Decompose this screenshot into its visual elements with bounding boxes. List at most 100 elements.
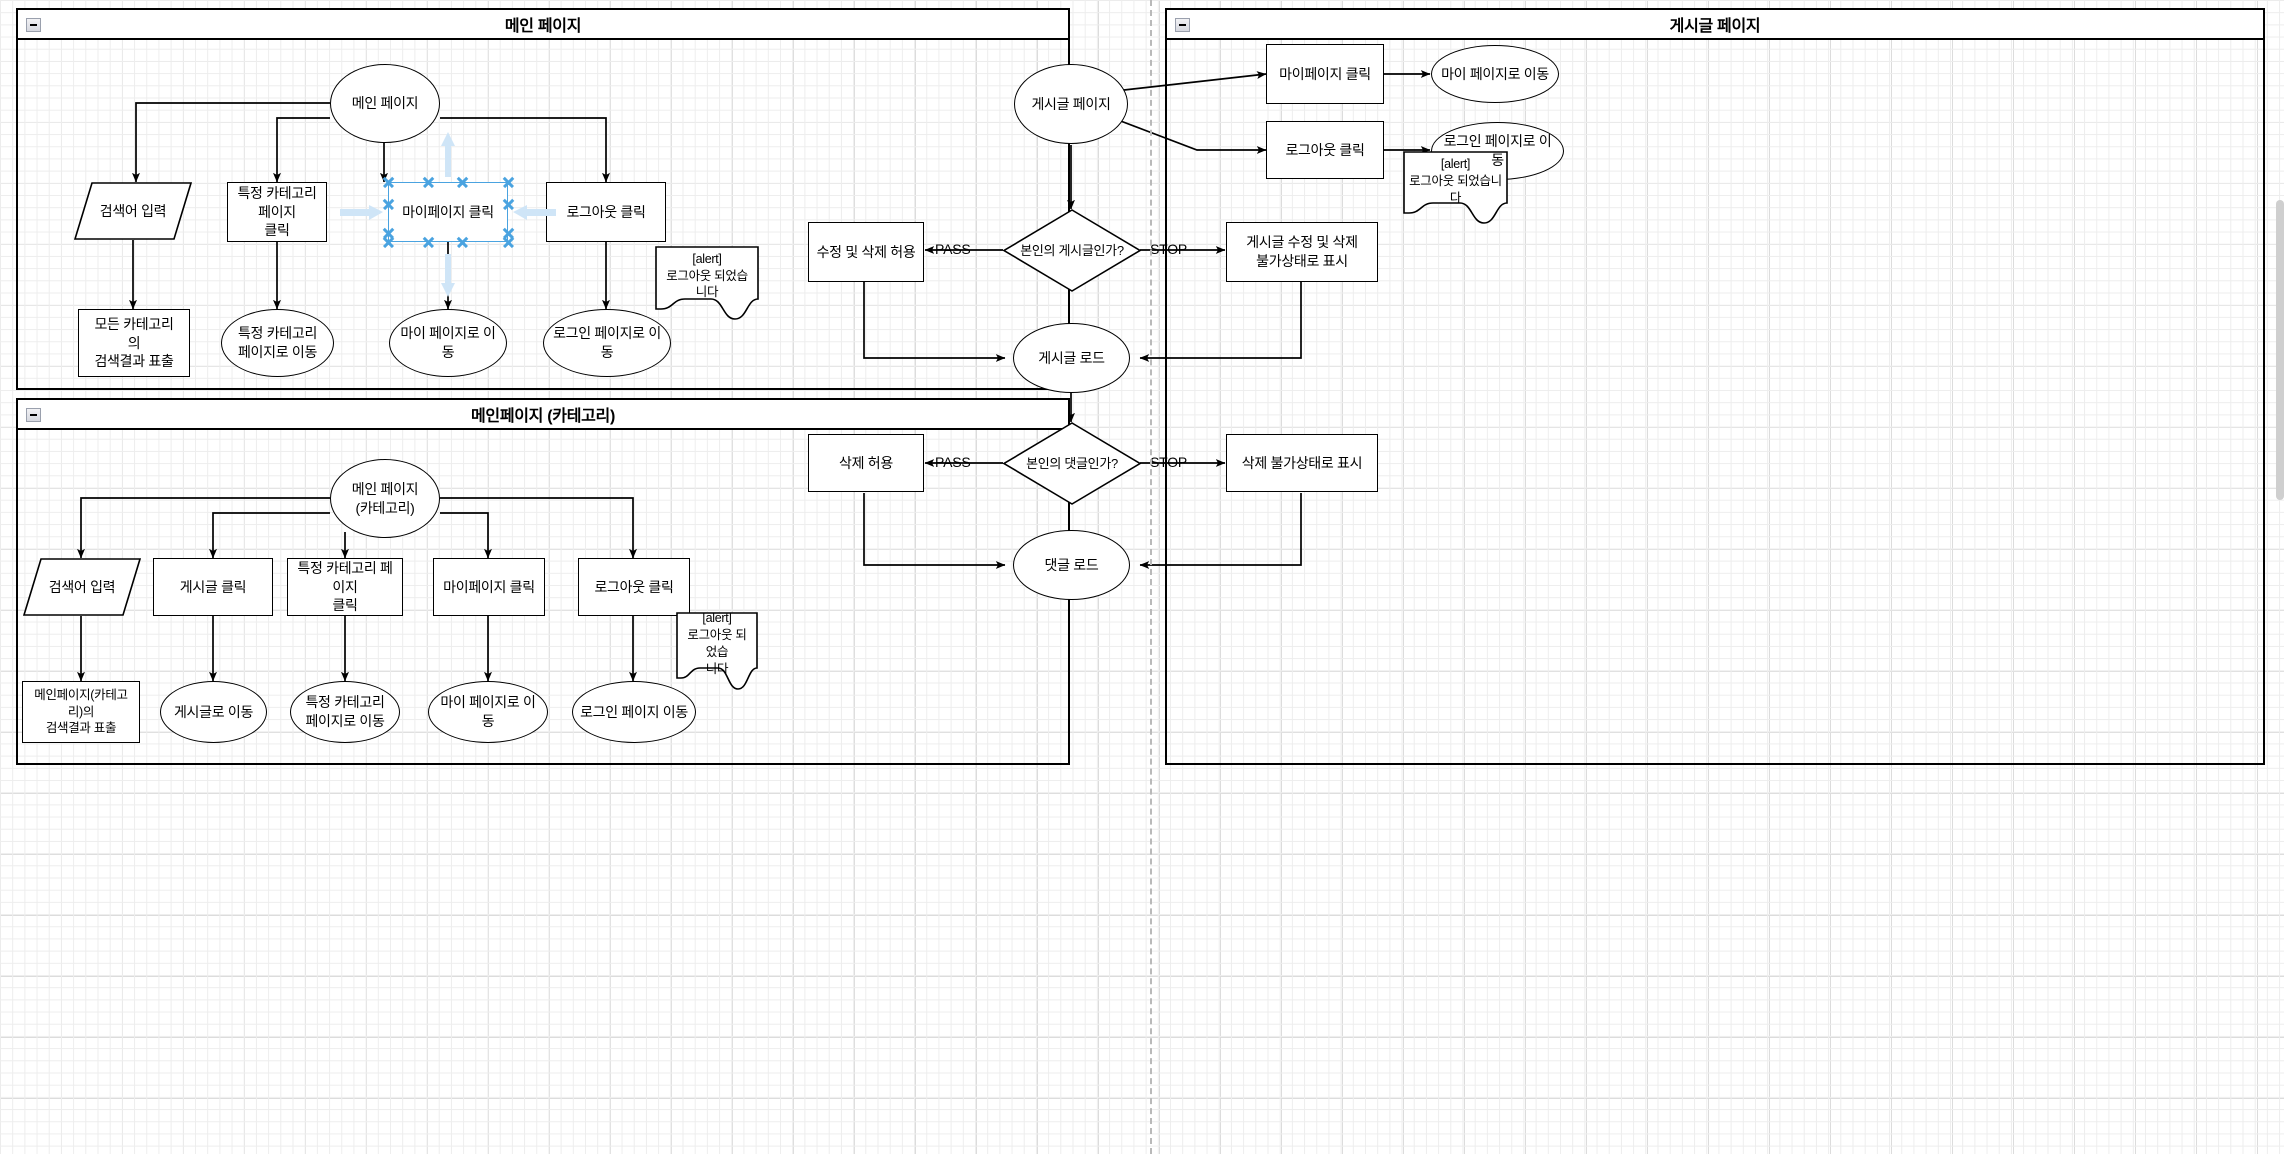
edge-p3-start-logout <box>1117 119 1267 154</box>
node-category-click-2[interactable]: 특정 카테고리 페이지 클릭 <box>287 558 403 616</box>
node-alert-note[interactable]: [alert] 로그아웃 되었습니다 <box>655 246 759 320</box>
node-label: 로그인 페이지로 이동 <box>553 325 661 360</box>
edge-p3-start-mypage <box>1123 71 1267 91</box>
node-logout-click[interactable]: 로그아웃 클릭 <box>546 182 666 242</box>
edge-label-q2-pass: PASS <box>935 454 971 470</box>
selection-handle-sw[interactable] <box>382 236 395 249</box>
node-label: 메인 페이지 <box>351 95 419 112</box>
node-goto-login-page[interactable]: 로그인 페이지로 이동 <box>543 309 671 377</box>
selection-handle-ne[interactable] <box>502 176 515 189</box>
node-post-click[interactable]: 게시글 클릭 <box>153 558 273 616</box>
node-deny-delete[interactable]: 삭제 불가상태로 표시 <box>1226 434 1378 492</box>
node-allow-edit-delete[interactable]: 수정 및 삭제 허용 <box>808 222 924 282</box>
node-load-post[interactable]: 게시글 로드 <box>1013 323 1130 393</box>
node-all-category-result[interactable]: 모든 카테고리 의 검색결과 표출 <box>78 309 190 377</box>
page-break-guide <box>1150 0 1152 1154</box>
edge-p3-allow-load <box>863 282 1006 362</box>
ghost-arrow-right <box>513 205 556 220</box>
node-goto-login-page-2[interactable]: 로그인 페이지 이동 <box>572 681 696 743</box>
node-alert-note-2[interactable]: [alert] 로그아웃 되었습 니다 <box>676 611 758 690</box>
node-logout-click-3[interactable]: 로그아웃 클릭 <box>1266 121 1384 179</box>
node-goto-mypage[interactable]: 마이 페이지로 이동 <box>389 309 507 377</box>
node-label: 댓글 로드 <box>1044 556 1099 573</box>
node-mypage-click-3[interactable]: 마이페이지 클릭 <box>1266 44 1384 104</box>
edge-p3-allow2-load <box>863 493 1006 569</box>
node-label: 검색어 입력 <box>99 202 167 219</box>
node-label: 특정 카테고리 페이지 클릭 <box>237 184 317 239</box>
note-shape <box>676 612 758 690</box>
selection-handle-s2[interactable] <box>456 236 469 249</box>
panel-title-bar[interactable]: 메인 페이지 <box>18 10 1068 40</box>
minus-icon[interactable] <box>26 18 41 32</box>
edge-p2-start-mypage <box>440 512 492 559</box>
edge-p1-start-logout <box>440 117 610 183</box>
node-label: 삭제 불가상태로 표시 <box>1241 454 1363 471</box>
node-alert-note-3[interactable]: [alert] 로그아웃 되었습니다 <box>1403 151 1508 224</box>
minus-icon[interactable] <box>26 408 41 422</box>
node-load-comment[interactable]: 댓글 로드 <box>1013 530 1130 600</box>
node-goto-post[interactable]: 게시글로 이동 <box>160 681 267 743</box>
node-label: [alert] 로그아웃 되었습니다 <box>666 251 748 300</box>
node-label: 본인의 게시글인가? <box>1020 242 1124 258</box>
selection-handle-se[interactable] <box>502 236 515 249</box>
node-goto-mypage-3[interactable]: 마이 페이지로 이동 <box>1431 45 1559 103</box>
node-main-page-start[interactable]: 메인 페이지 <box>330 64 440 143</box>
node-label: 마이 페이지로 이동 <box>400 325 496 360</box>
diamond-shape <box>1003 209 1141 292</box>
node-category-main-start[interactable]: 메인 페이지 (카테고리) <box>330 459 440 538</box>
node-label: 수정 및 삭제 허용 <box>816 243 916 260</box>
node-label: 본인의 댓글인가? <box>1026 455 1118 471</box>
selection-handle-n1[interactable] <box>422 176 435 189</box>
edge-p3-deny-load <box>1139 282 1302 362</box>
minus-icon[interactable] <box>1175 18 1190 32</box>
node-goto-mypage-2[interactable]: 마이 페이지로 이동 <box>428 681 548 743</box>
parallelogram-shape <box>74 182 192 240</box>
node-search-input-category[interactable]: 검색어 입력 <box>23 558 141 616</box>
node-allow-delete[interactable]: 삭제 허용 <box>808 434 924 492</box>
panel-post-page[interactable]: 게시글 페이지 <box>1165 8 2265 765</box>
panel-title: 메인 페이지 <box>504 18 582 35</box>
selection-handle-n2[interactable] <box>456 176 469 189</box>
node-label: 삭제 허용 <box>839 454 893 471</box>
node-search-input[interactable]: 검색어 입력 <box>74 182 192 240</box>
edge-label-q1-pass: PASS <box>935 241 971 257</box>
note-shape <box>1403 151 1508 224</box>
node-label: 마이페이지 클릭 <box>1279 65 1371 82</box>
ghost-arrow-up <box>441 132 455 177</box>
panel-main-page[interactable]: 메인 페이지 <box>16 8 1070 390</box>
panel-title-bar[interactable]: 메인페이지 (카테고리) <box>18 400 1068 430</box>
node-deny-edit-delete[interactable]: 게시글 수정 및 삭제 불가상태로 표시 <box>1226 222 1378 282</box>
selection-handle-nw[interactable] <box>382 176 395 189</box>
node-label: 게시글 페이지 <box>1031 95 1111 112</box>
edge-label-q1-stop: STOP <box>1150 241 1188 257</box>
node-goto-category-page[interactable]: 특정 카테고리 페이지로 이동 <box>221 309 334 377</box>
panel-title: 게시글 페이지 <box>1669 18 1761 35</box>
node-logout-click-2[interactable]: 로그아웃 클릭 <box>578 558 690 616</box>
selection-handle-s1[interactable] <box>422 236 435 249</box>
node-post-page-start[interactable]: 게시글 페이지 <box>1014 64 1128 144</box>
node-mypage-click-selected[interactable]: 마이페이지 클릭 <box>388 182 508 242</box>
note-shape <box>655 246 759 320</box>
node-question-own-comment[interactable]: 본인의 댓글인가? <box>1003 422 1141 505</box>
panel-title-bar[interactable]: 게시글 페이지 <box>1167 10 2263 40</box>
node-label: 로그아웃 클릭 <box>566 203 646 220</box>
node-goto-category-page-2[interactable]: 특정 카테고리 페이지로 이동 <box>290 681 400 743</box>
scrollbar-thumb[interactable] <box>2276 200 2284 500</box>
node-label: 검색어 입력 <box>48 578 116 595</box>
parallelogram-shape <box>23 558 141 616</box>
node-question-own-post[interactable]: 본인의 게시글인가? <box>1003 209 1141 292</box>
node-mypage-click-2[interactable]: 마이페이지 클릭 <box>433 558 545 616</box>
selection-handle-w1[interactable] <box>382 198 395 211</box>
edge-p3-deny2-load <box>1139 493 1302 569</box>
node-label: 마이 페이지로 이동 <box>440 694 536 729</box>
edge-p2-start-post <box>209 512 330 559</box>
node-category-search-result[interactable]: 메인페이지(카테고리)의 검색결과 표출 <box>22 681 140 743</box>
node-label: 게시글로 이동 <box>173 703 254 720</box>
selection-handle-e1[interactable] <box>502 198 515 211</box>
node-label: 특정 카테고리 페이지로 이동 <box>237 325 318 360</box>
node-category-click[interactable]: 특정 카테고리 페이지 클릭 <box>227 182 327 242</box>
node-label: [alert] 로그아웃 되었습 니다 <box>687 611 747 676</box>
